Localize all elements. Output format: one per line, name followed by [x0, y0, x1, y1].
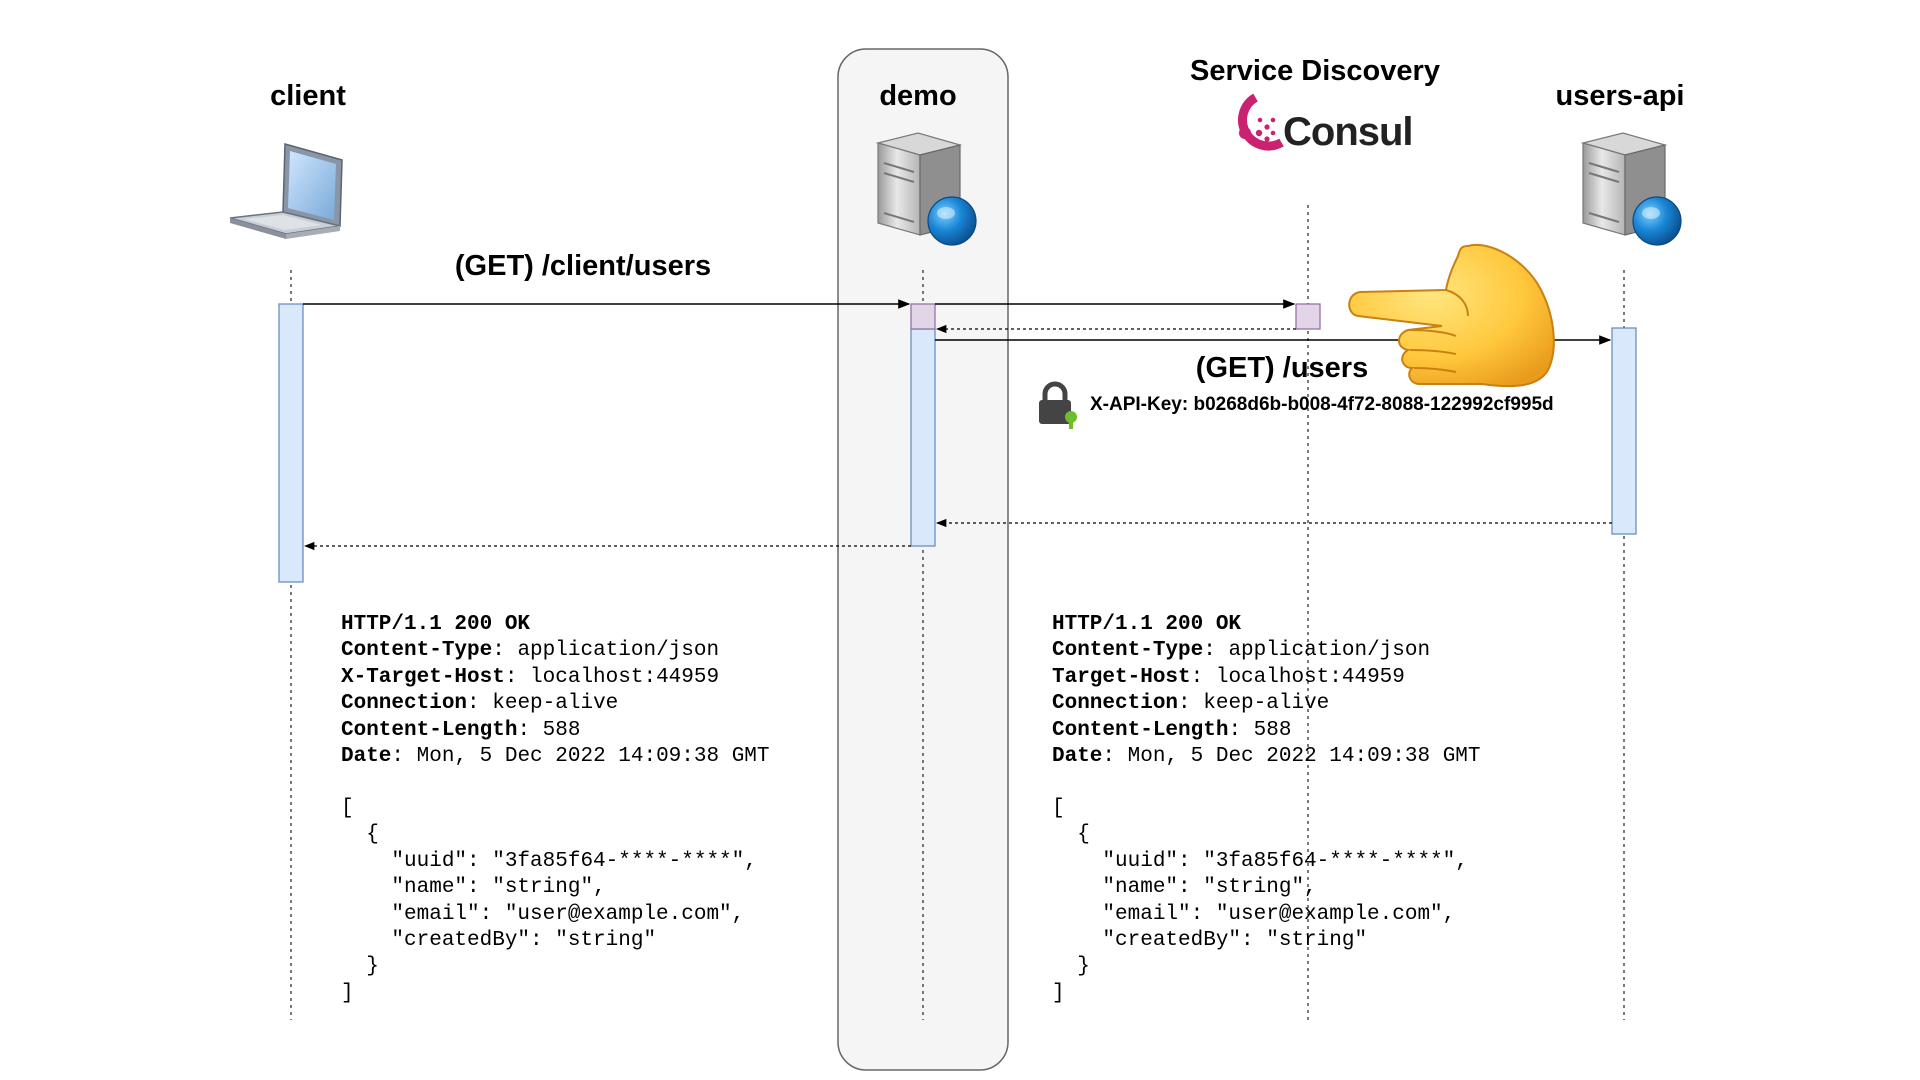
client-header-value: application/json	[517, 639, 720, 663]
client-header-value: Mon, 5 Dec 2022 14:09:38 GMT	[416, 745, 770, 769]
client-response-body: [ { "uuid": "3fa85f64-****-****", "name"…	[341, 797, 757, 1005]
client-header-key: X-Target-Host	[341, 665, 505, 689]
client-response-status: HTTP/1.1 200 OK	[341, 613, 531, 636]
api-response-body: [ { "uuid": "3fa85f64-****-****", "name"…	[1052, 797, 1468, 1005]
client-header-value: localhost:44959	[530, 665, 720, 689]
demo-label: demo	[879, 80, 957, 112]
service-discovery-label: Service Discovery	[1190, 55, 1440, 87]
api-header-value: application/json	[1228, 639, 1431, 663]
client-label: client	[270, 80, 346, 112]
api-header-key: Date	[1052, 745, 1103, 769]
users-api-label: users-api	[1555, 80, 1685, 112]
demo-activation-bar	[910, 328, 936, 547]
server-globe-icon-demo	[875, 132, 977, 246]
laptop-icon	[229, 143, 343, 239]
api-header-value: keep-alive	[1203, 692, 1330, 716]
api-header-key: Connection	[1052, 692, 1179, 716]
api-header-value: Mon, 5 Dec 2022 14:09:38 GMT	[1127, 745, 1481, 769]
demo-discovery-call-box	[910, 303, 936, 330]
discovery-activation-box	[1295, 303, 1321, 330]
api-header-value: 588	[1253, 718, 1292, 742]
api-header-key: Content-Length	[1052, 718, 1229, 742]
client-header-value: keep-alive	[492, 692, 619, 716]
api-header-value: localhost:44959	[1215, 665, 1405, 689]
server-globe-icon-users-api	[1580, 132, 1682, 246]
client-response-headers: HTTP/1.1 200 OK Content-Type: applicatio…	[341, 613, 770, 769]
client-header-value: 588	[542, 718, 581, 742]
api-header-key: Target-Host	[1052, 665, 1191, 689]
client-header-key: Connection	[341, 692, 468, 716]
client-header-key: Date	[341, 745, 392, 769]
lock-icon	[1039, 381, 1077, 429]
client-activation-bar	[278, 303, 304, 583]
api-response-status: HTTP/1.1 200 OK	[1052, 613, 1242, 636]
consul-logo-text: Consul	[1283, 110, 1414, 154]
api-request-label: (GET) /users	[1195, 352, 1369, 384]
client-header-key: Content-Length	[341, 718, 518, 742]
client-request-label: (GET) /client/users	[454, 250, 712, 282]
api-response-headers: HTTP/1.1 200 OK Content-Type: applicatio…	[1052, 613, 1481, 769]
api-key-header-label: X-API-Key: b0268d6b-b008-4f72-8088-12299…	[1090, 394, 1554, 415]
users-api-activation-bar	[1611, 327, 1637, 535]
client-header-key: Content-Type	[341, 639, 493, 663]
pointing-hand-icon	[1348, 243, 1555, 388]
api-header-key: Content-Type	[1052, 639, 1204, 663]
consul-logo-icon	[1238, 93, 1284, 151]
